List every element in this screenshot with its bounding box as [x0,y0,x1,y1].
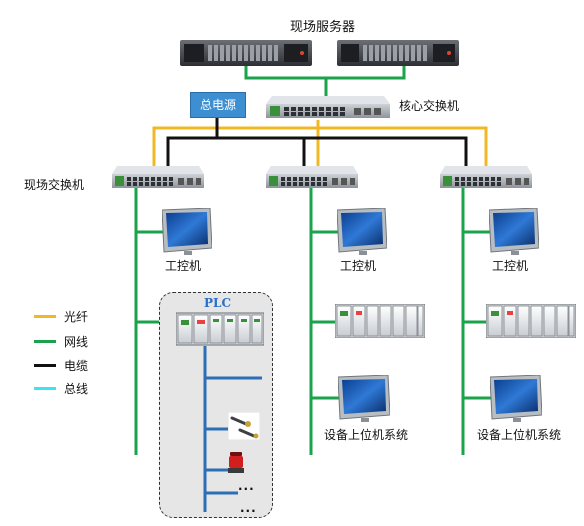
equipment-plc-rack-icon [335,304,425,338]
field-switch-label: 现场交换机 [24,178,85,192]
legend-swatch [34,340,56,343]
sensor-icon [228,412,260,440]
core-switch-icon [266,96,390,118]
ipc-label: 工控机 [165,259,202,273]
industrial-pc-monitor-icon [337,208,387,255]
plc-rack-icon [176,312,264,346]
legend-swatch [34,315,56,318]
server-group-label: 现场服务器 [290,20,356,35]
fiber-links [152,120,488,168]
legend-label: 网线 [64,335,89,349]
host-system-label: 设备上位机系统 [477,428,562,442]
more-devices-ellipsis: ... [240,501,257,515]
field-switch-icon [440,166,532,188]
legend-swatch [34,364,56,367]
legend-label: 总线 [64,382,89,396]
more-devices-ellipsis: ... [238,479,255,493]
legend-swatch [34,387,56,390]
field-switch-icon [112,166,204,188]
core-switch-label: 核心交换机 [399,99,460,113]
server-icon [180,40,312,66]
ethernet-trunks [134,188,492,455]
fieldbus-lines [203,346,262,512]
field-switch-icon [266,166,358,188]
host-system-label: 设备上位机系统 [324,428,409,442]
host-system-monitor-icon [338,375,390,422]
plc-label: PLC [204,296,232,310]
server-icon [337,40,459,66]
host-system-monitor-icon [490,375,542,422]
power-cable-links [166,116,468,168]
industrial-pc-monitor-icon [489,208,539,255]
power-supply-box: 总电源 [190,92,246,118]
legend-label: 光纤 [64,310,89,324]
ipc-label: 工控机 [340,259,377,273]
legend-label: 电缆 [64,359,89,373]
equipment-plc-rack-icon [486,304,576,338]
alarm-light-icon [228,452,244,473]
industrial-pc-monitor-icon [162,208,212,255]
ipc-label: 工控机 [492,259,529,273]
server-uplink-links [244,66,406,98]
